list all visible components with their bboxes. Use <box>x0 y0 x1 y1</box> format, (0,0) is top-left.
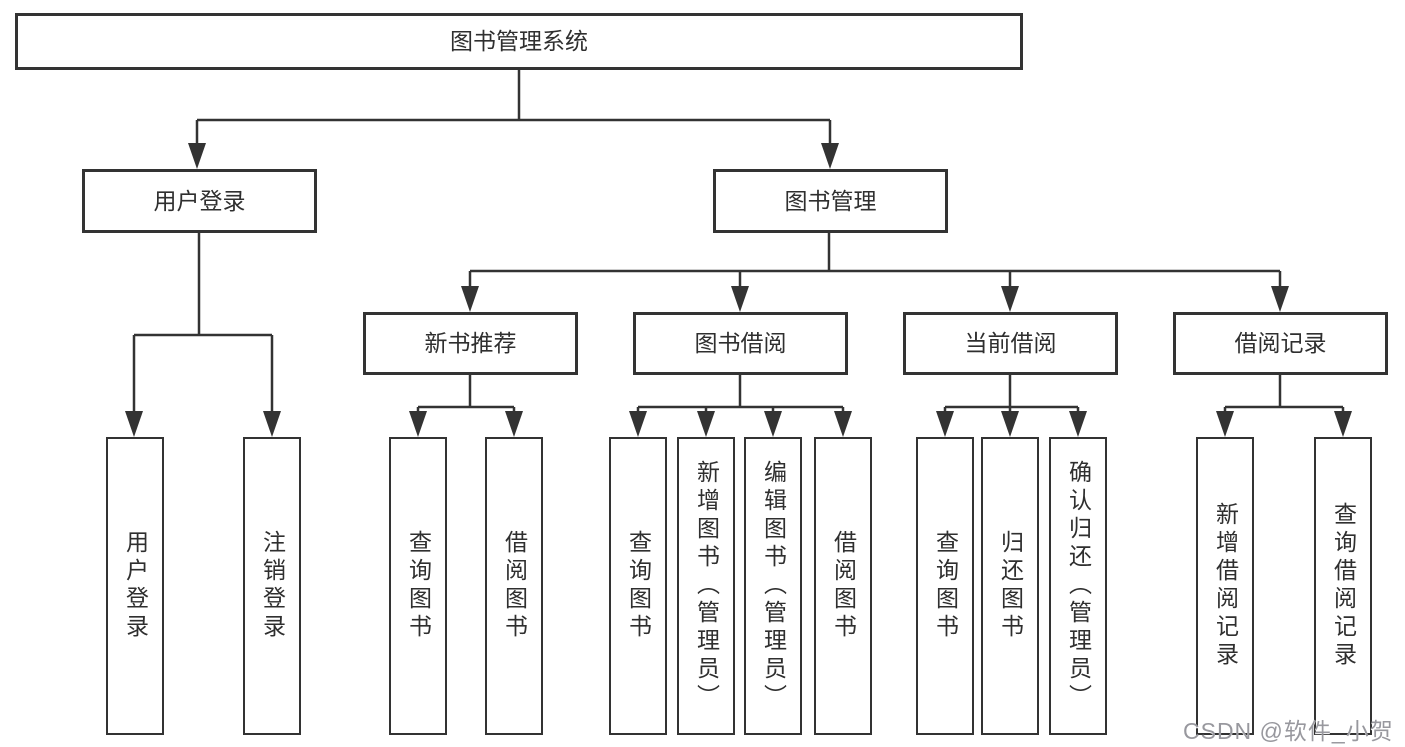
node-user-login: 用户登录 <box>82 169 317 233</box>
leaf-user-login: 用户登录 <box>106 437 164 735</box>
leaf-logout: 注销登录 <box>243 437 301 735</box>
leaf-query-books-recommend: 查询图书 <box>389 437 447 735</box>
leaf-borrow-books-recommend: 借阅图书 <box>485 437 543 735</box>
leaf-edit-books-admin: 编辑图书（管理员） <box>744 437 802 735</box>
leaf-query-books-current: 查询图书 <box>916 437 974 735</box>
leaf-query-books-borrowing: 查询图书 <box>609 437 667 735</box>
node-book-management: 图书管理 <box>713 169 948 233</box>
leaf-borrow-books-borrowing: 借阅图书 <box>814 437 872 735</box>
leaf-return-books: 归还图书 <box>981 437 1039 735</box>
node-book-borrowing: 图书借阅 <box>633 312 848 375</box>
leaf-query-borrow-record: 查询借阅记录 <box>1314 437 1372 735</box>
leaf-add-books-admin: 新增图书（管理员） <box>677 437 735 735</box>
node-current-borrowing: 当前借阅 <box>903 312 1118 375</box>
node-new-book-recommend: 新书推荐 <box>363 312 578 375</box>
node-borrowing-records: 借阅记录 <box>1173 312 1388 375</box>
leaf-add-borrow-record: 新增借阅记录 <box>1196 437 1254 735</box>
leaf-confirm-return-admin: 确认归还（管理员） <box>1049 437 1107 735</box>
csdn-watermark: CSDN @软件_小贺同学 <box>1183 718 1394 744</box>
node-library-system: 图书管理系统 <box>15 13 1023 70</box>
